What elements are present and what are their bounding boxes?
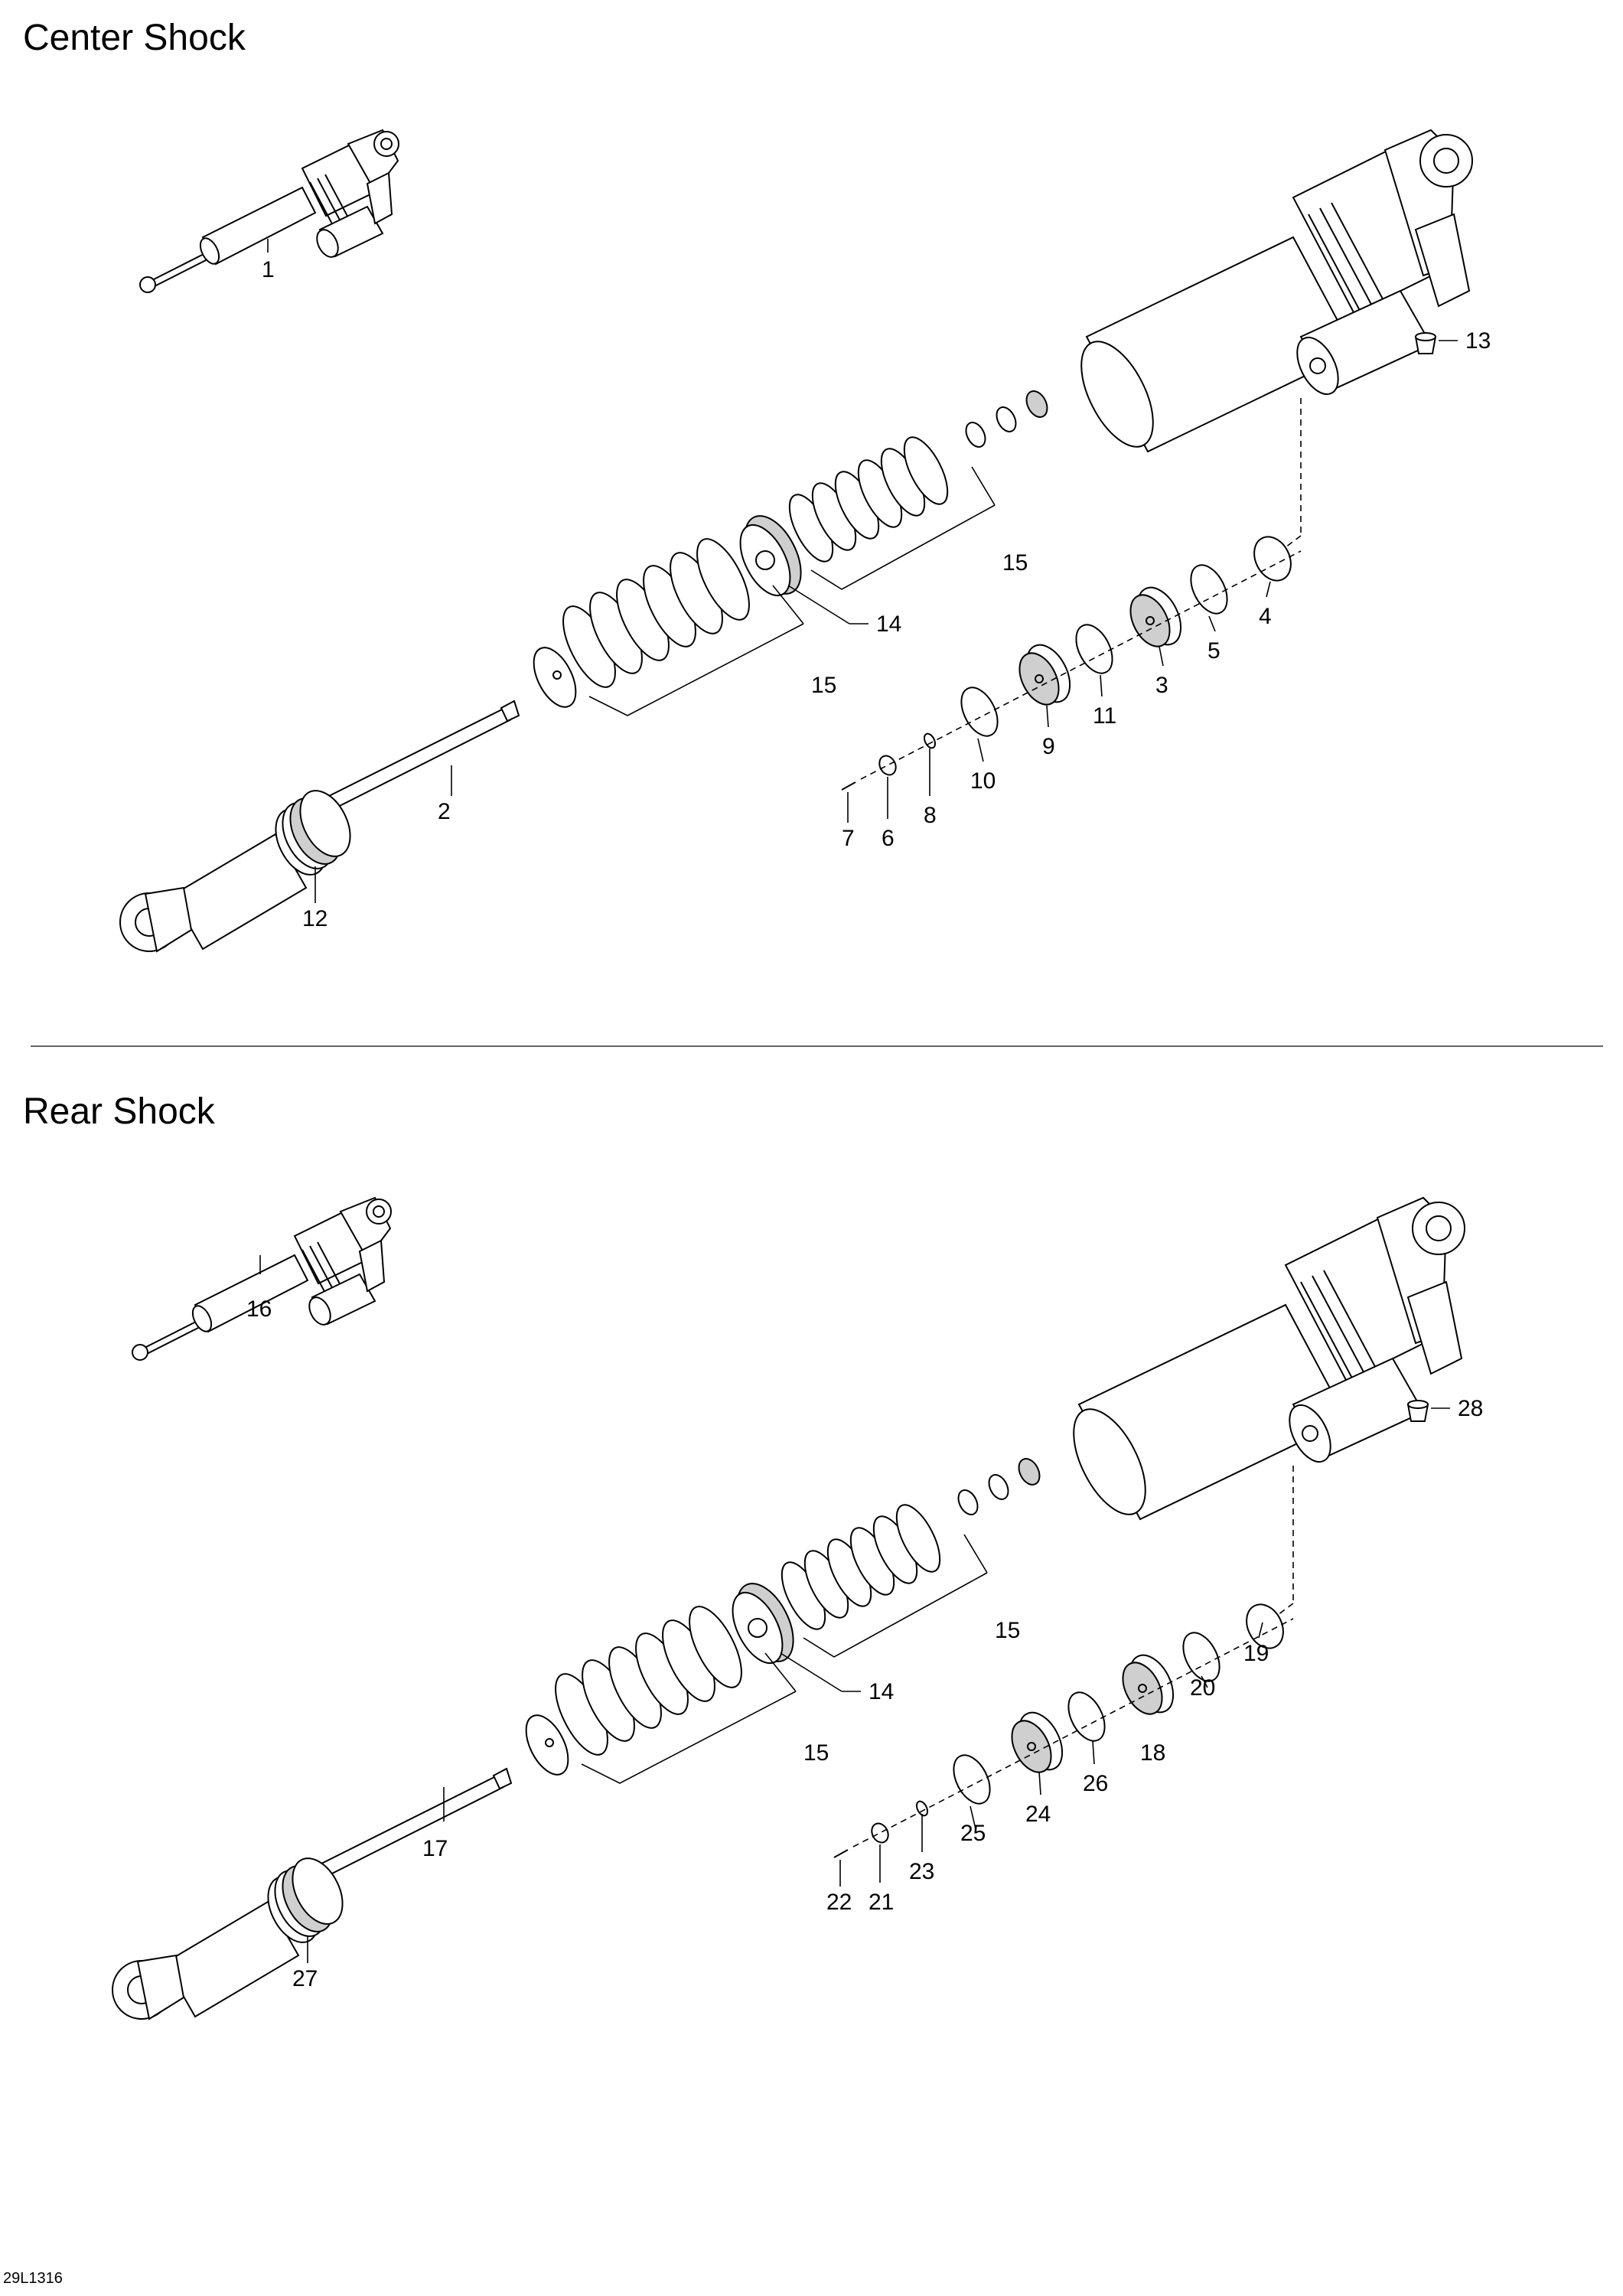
callout-2: 2: [438, 799, 451, 824]
callout-20: 20: [1190, 1675, 1215, 1701]
callout-13: 13: [1465, 328, 1491, 354]
callout-15-upper: 15: [1002, 550, 1028, 576]
callout-26: 26: [1083, 1771, 1108, 1796]
callout-28: 28: [1458, 1396, 1483, 1421]
callout-18: 18: [1140, 1740, 1165, 1766]
callout-19: 19: [1243, 1641, 1269, 1666]
callout-6: 6: [882, 826, 895, 851]
callout-17: 17: [422, 1836, 448, 1861]
callout-24: 24: [1025, 1802, 1051, 1827]
callout-21: 21: [869, 1890, 894, 1915]
callout-12: 12: [302, 906, 328, 931]
callout-5: 5: [1207, 638, 1221, 664]
callout-16: 16: [246, 1296, 272, 1322]
rear-leaders: [259, 1255, 1450, 1963]
callout-11: 11: [1093, 703, 1116, 729]
center-shock-assembly: [119, 129, 1473, 952]
rear-shock-assembly: [112, 1197, 1465, 2020]
callout-25: 25: [960, 1821, 986, 1846]
callout-4: 4: [1259, 604, 1272, 629]
callout-3: 3: [1155, 673, 1168, 698]
reference-code: 29L1316: [3, 2270, 63, 2287]
callout-14-rear: 14: [869, 1679, 894, 1704]
callout-9: 9: [1042, 734, 1055, 759]
section-title-rear-shock: Rear Shock: [23, 1091, 215, 1132]
callout-23: 23: [909, 1859, 934, 1884]
callout-7: 7: [842, 826, 855, 851]
callout-1: 1: [262, 257, 275, 282]
callout-14: 14: [876, 612, 901, 637]
callout-27: 27: [292, 1966, 318, 1991]
callout-15-rear-lower: 15: [803, 1740, 829, 1766]
section-title-center-shock: Center Shock: [23, 18, 246, 58]
callout-22: 22: [826, 1890, 852, 1915]
callout-15-rear-upper: 15: [995, 1618, 1020, 1643]
callout-10: 10: [970, 768, 996, 794]
callout-8: 8: [924, 803, 937, 828]
callout-15-lower: 15: [811, 673, 836, 698]
center-leaders: [267, 239, 1458, 903]
